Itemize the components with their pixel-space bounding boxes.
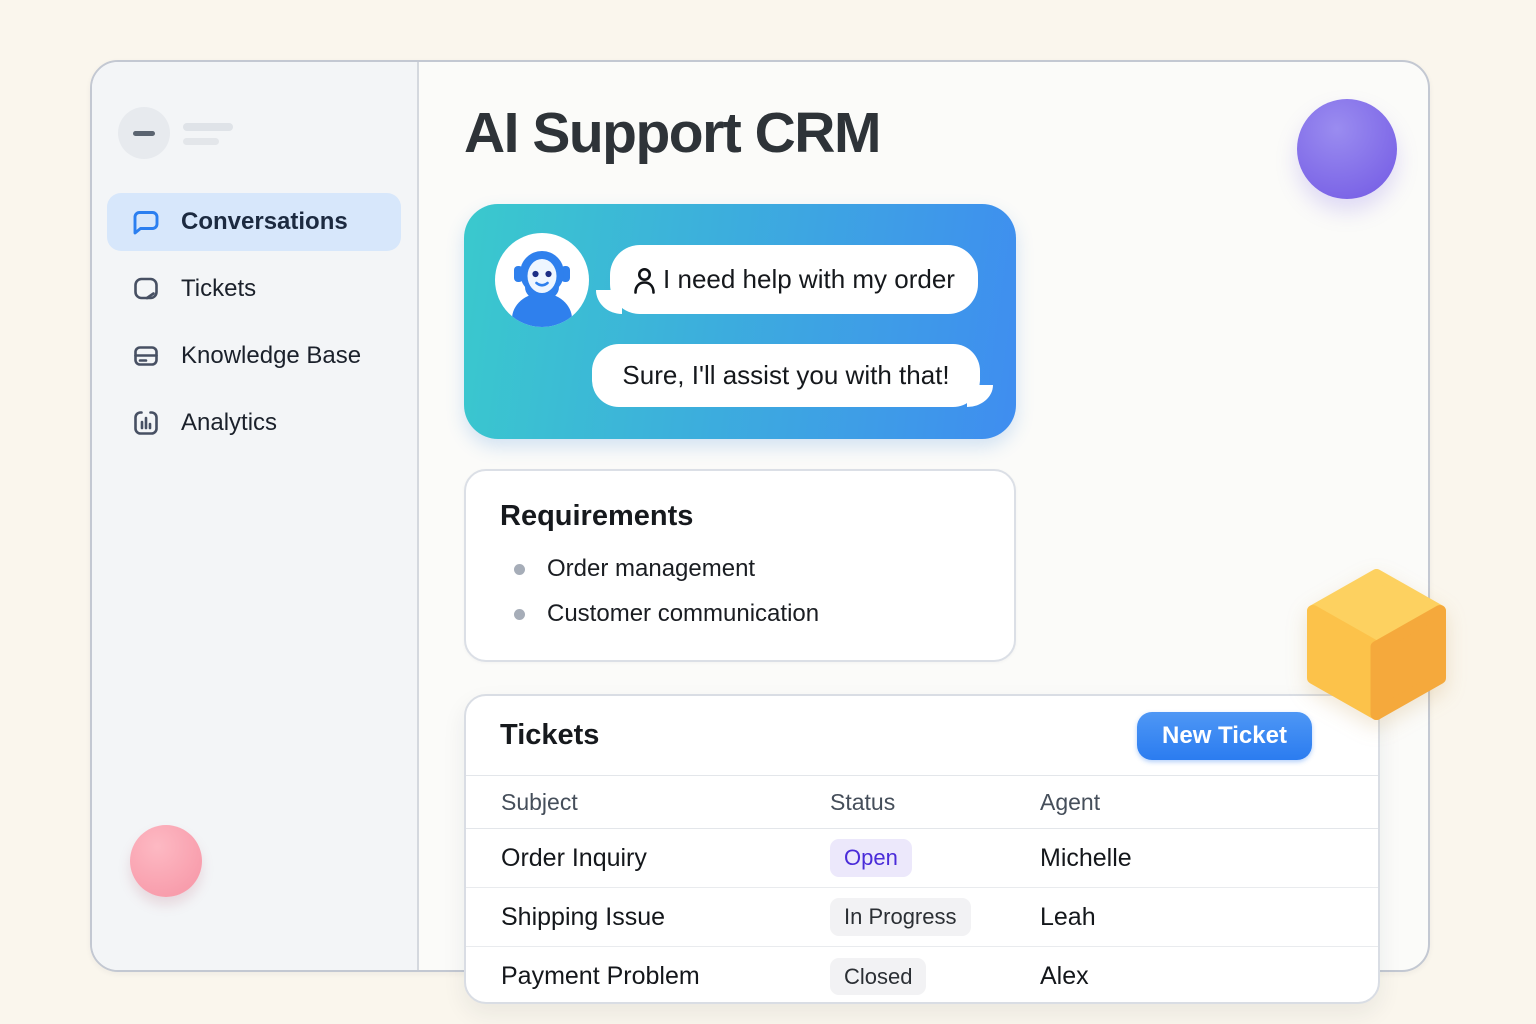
support-bot-avatar [495, 233, 589, 327]
robot-icon [512, 251, 572, 327]
knowledge-base-icon [131, 341, 161, 371]
sidebar-item-label: Knowledge Base [181, 342, 362, 369]
status-badge: Open [830, 839, 912, 877]
ticket-agent: Michelle [1040, 843, 1132, 872]
bullet-dot [514, 563, 525, 575]
sidebar-item-knowledge-base[interactable]: Knowledge Base [107, 327, 401, 385]
bullet-dot [514, 608, 525, 620]
table-row[interactable]: Payment Problem Closed Alex [466, 947, 1378, 1006]
sidebar-item-label: Tickets [181, 275, 257, 302]
requirement-text: Order management [547, 555, 756, 582]
sidebar-item-conversations[interactable]: Conversations [107, 193, 401, 251]
page-title: AI Support CRM [464, 101, 881, 165]
chat-preview-card: I need help with my order Sure, I'll ass… [464, 204, 1016, 439]
analytics-icon [131, 408, 161, 438]
ticket-icon [131, 274, 161, 304]
chat-message-agent: Sure, I'll assist you with that! [592, 344, 993, 407]
column-header-status: Status [830, 788, 896, 815]
table-row[interactable]: Shipping Issue In Progress Leah [466, 888, 1378, 947]
column-header-subject: Subject [501, 788, 578, 815]
ticket-agent: Leah [1040, 902, 1096, 931]
chat-message-customer: I need help with my order [596, 245, 978, 314]
sidebar-item-tickets[interactable]: Tickets [107, 260, 401, 318]
tickets-title: Tickets [500, 719, 600, 751]
tickets-table: Subject Status Agent Order Inquiry Open … [466, 775, 1378, 1006]
chat-bubble-icon [131, 207, 161, 237]
tickets-card: Tickets New Ticket Subject Status Agent … [464, 694, 1380, 1004]
user-icon [633, 265, 656, 294]
chat-message-text: I need help with my order [663, 264, 955, 294]
new-ticket-button[interactable]: New Ticket [1137, 712, 1312, 760]
ticket-subject: Payment Problem [501, 962, 700, 990]
app-window: Conversations Tickets [90, 60, 1446, 1004]
cube-decoration [1305, 567, 1448, 722]
list-item: Customer communication [500, 600, 980, 628]
chat-message-text: Sure, I'll assist you with that! [622, 360, 950, 390]
purple-sphere-decoration [1297, 99, 1397, 199]
sidebar-item-label: Conversations [181, 208, 348, 235]
minus-icon [133, 130, 155, 136]
status-badge: Closed [830, 957, 927, 996]
table-row[interactable]: Order Inquiry Open Michelle [466, 829, 1378, 888]
sidebar-item-label: Analytics [181, 409, 278, 436]
ticket-agent: Alex [1040, 962, 1089, 990]
ticket-subject: Order Inquiry [501, 843, 647, 872]
requirements-list: Order management Customer communication [500, 555, 980, 628]
ticket-subject: Shipping Issue [501, 902, 666, 931]
skeleton-line [183, 123, 233, 131]
collapse-avatar-placeholder[interactable] [118, 107, 170, 159]
skeleton-line [183, 138, 219, 145]
sidebar-item-analytics[interactable]: Analytics [107, 394, 401, 452]
requirements-card: Requirements Order management Customer c… [464, 469, 1016, 662]
column-header-agent: Agent [1040, 788, 1101, 815]
table-header-row: Subject Status Agent [466, 775, 1378, 829]
sidebar: Conversations Tickets [92, 62, 419, 970]
requirement-text: Customer communication [547, 600, 820, 627]
sidebar-nav: Conversations Tickets [107, 193, 401, 452]
list-item: Order management [500, 555, 980, 583]
pink-sphere-decoration [130, 825, 202, 897]
tickets-header: Tickets New Ticket [466, 696, 1378, 775]
requirements-title: Requirements [500, 500, 694, 532]
status-badge: In Progress [830, 898, 971, 936]
